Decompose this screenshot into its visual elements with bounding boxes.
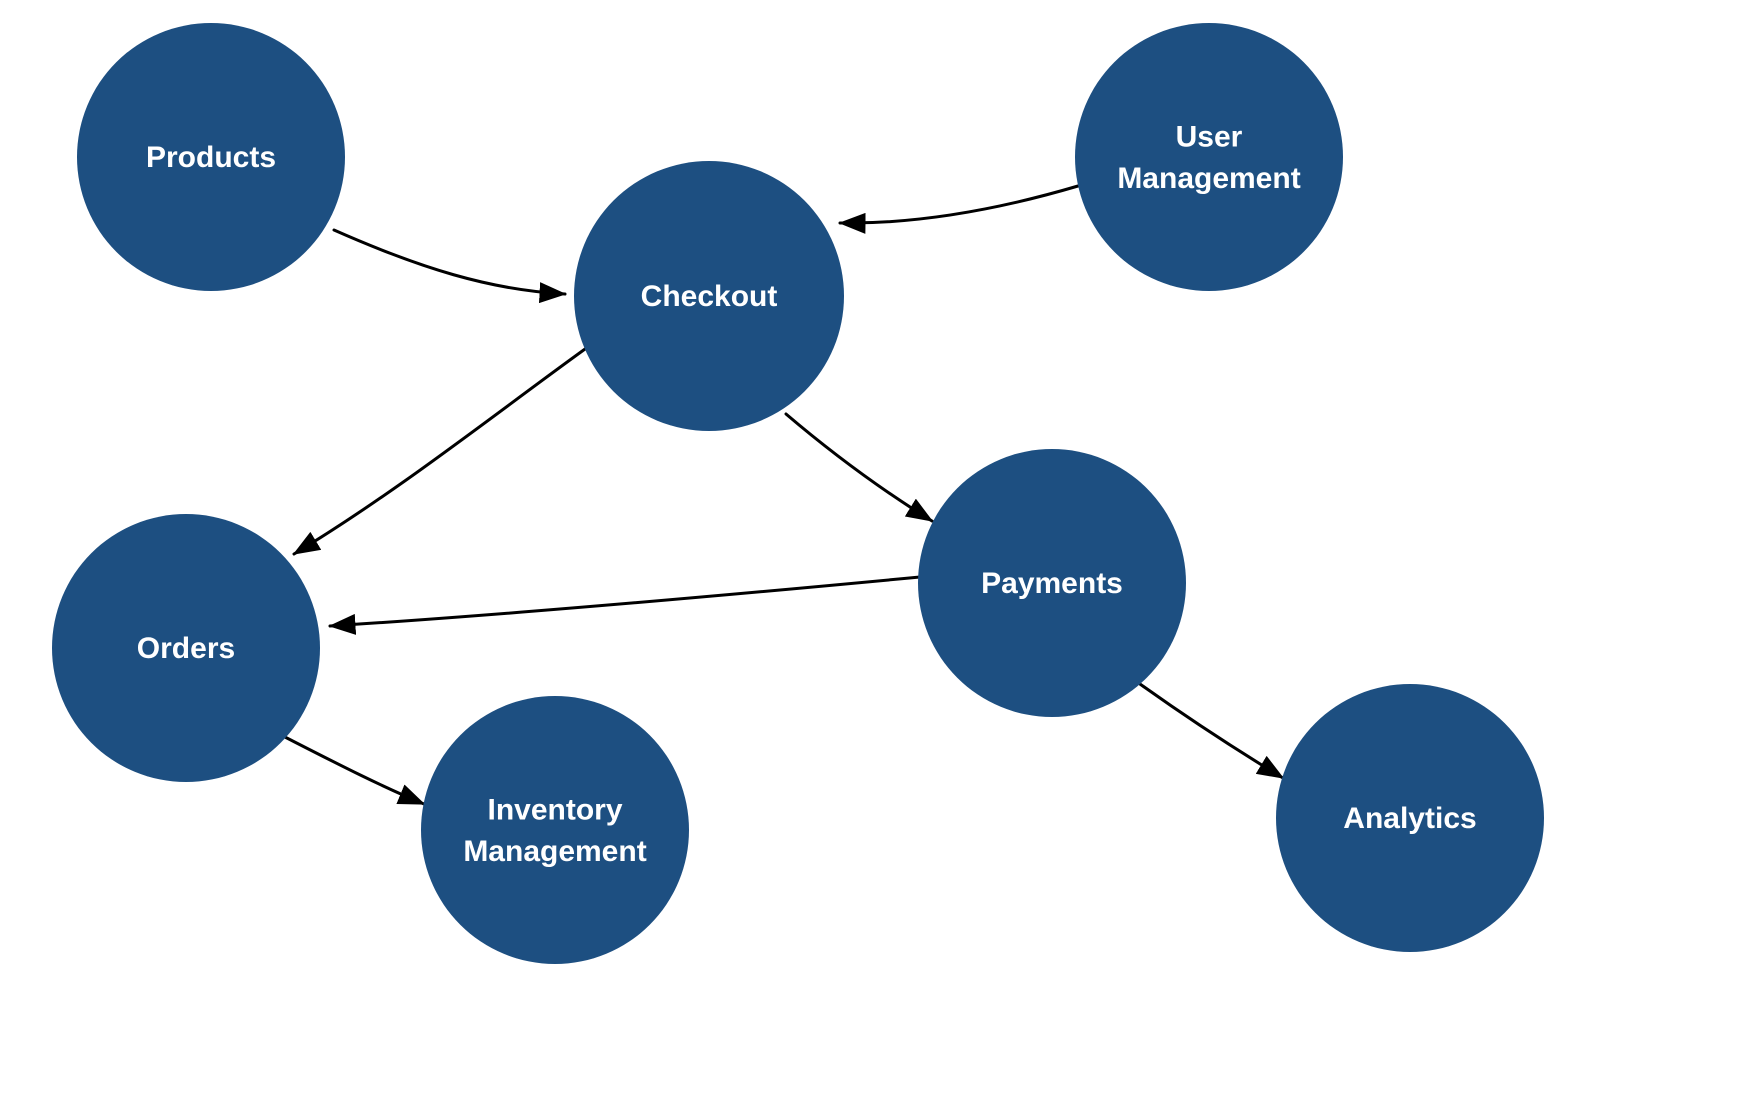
node-checkout[interactable]: Checkout [574, 161, 844, 431]
node-label-payments: Payments [981, 567, 1123, 600]
edge-user-management-to-checkout [838, 184, 1080, 234]
node-label-products: Products [146, 141, 276, 174]
node-orders[interactable]: Orders [52, 514, 320, 782]
node-circle-payments[interactable] [918, 449, 1186, 717]
node-label-line: Analytics [1343, 802, 1476, 835]
node-label-line: Management [463, 835, 646, 868]
edge-checkout-to-payments [784, 412, 934, 523]
node-circle-analytics[interactable] [1276, 684, 1544, 952]
node-circle-checkout[interactable] [574, 161, 844, 431]
edge-checkout-to-orders [292, 342, 594, 556]
node-circle-inventory-management[interactable] [421, 696, 689, 964]
node-label-checkout: Checkout [641, 280, 778, 313]
edge-orders-to-inventory-management [279, 733, 426, 806]
node-circle-products[interactable] [77, 23, 345, 291]
node-circle-user-management[interactable] [1075, 23, 1343, 291]
node-label-orders: Orders [137, 632, 235, 665]
node-label-line: Management [1117, 162, 1300, 195]
node-payments[interactable]: Payments [918, 449, 1186, 717]
edge-payments-to-analytics [1131, 677, 1285, 780]
node-label-line: Checkout [641, 280, 778, 313]
node-label-line: Inventory [487, 794, 622, 827]
node-products[interactable]: Products [77, 23, 345, 291]
edge-payments-to-orders [328, 575, 922, 635]
node-analytics[interactable]: Analytics [1276, 684, 1544, 952]
edge-products-to-checkout [332, 228, 567, 304]
node-label-analytics: Analytics [1343, 802, 1476, 835]
node-label-line: Products [146, 141, 276, 174]
node-label-line: Orders [137, 632, 235, 665]
edges-layer [279, 184, 1285, 806]
node-label-line: Payments [981, 567, 1123, 600]
node-label-line: User [1176, 121, 1243, 154]
node-circle-orders[interactable] [52, 514, 320, 782]
